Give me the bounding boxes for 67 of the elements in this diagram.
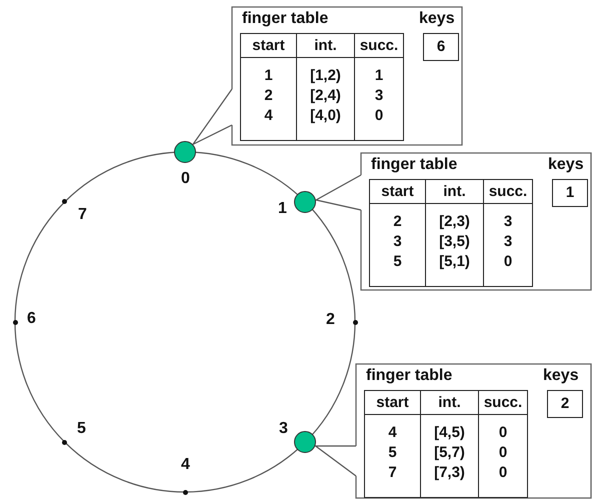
callout-box	[232, 7, 462, 145]
node-number: 6	[27, 310, 36, 328]
keys-title: keys	[543, 367, 579, 385]
keys-title: keys	[419, 10, 455, 28]
table-cell: 2	[241, 86, 296, 106]
column-header: start	[241, 34, 296, 58]
node-number: 1	[278, 200, 287, 218]
table-cell: 4	[365, 414, 420, 443]
table-cell: 0	[478, 414, 527, 443]
node-circle	[294, 190, 316, 213]
keys-box: 2	[547, 390, 583, 418]
node-dot	[182, 490, 188, 494]
finger-table	[240, 33, 404, 141]
node-circle	[174, 141, 196, 163]
table-cell: [7,3)	[420, 463, 478, 497]
column-header: start	[365, 391, 420, 414]
table-cell: [2,3)	[426, 204, 484, 232]
node-number: 7	[78, 206, 87, 224]
table-cell: 0	[478, 463, 527, 497]
table-cell: 5	[370, 252, 426, 286]
table-cell: 3	[484, 232, 532, 252]
finger-table	[364, 390, 528, 498]
table-cell: 1	[354, 58, 403, 86]
node-number: 3	[279, 420, 288, 438]
table-cell: 1	[241, 58, 296, 86]
table-cell: [5,1)	[426, 252, 484, 286]
table-cell: [3,5)	[426, 232, 484, 252]
table-title: finger table	[242, 10, 328, 28]
table-cell: 3	[370, 232, 426, 252]
node-dot	[62, 440, 68, 445]
keys-title: keys	[548, 156, 584, 174]
node-number: 5	[77, 420, 86, 438]
node-number: 2	[326, 311, 335, 329]
node-dot	[12, 320, 18, 324]
column-header: succ.	[478, 391, 527, 414]
keys-box: 6	[423, 33, 459, 61]
node-dot	[62, 199, 68, 204]
table-cell: 7	[365, 463, 420, 497]
table-cell: 0	[478, 443, 527, 463]
node-number: 0	[181, 170, 190, 188]
table-cell: 3	[354, 86, 403, 106]
node-circle	[294, 431, 316, 454]
column-header: succ.	[354, 34, 403, 58]
column-header: start	[370, 180, 426, 204]
column-header: int.	[296, 34, 354, 58]
callout-box	[361, 153, 591, 290]
table-cell: 5	[365, 443, 420, 463]
keys-box: 1	[552, 179, 588, 207]
table-cell: [4,5)	[420, 414, 478, 443]
table-cell: 0	[354, 106, 403, 140]
table-cell: [1,2)	[296, 58, 354, 86]
node-number: 4	[181, 456, 190, 474]
table-cell: 4	[241, 106, 296, 140]
table-cell: [2,4)	[296, 86, 354, 106]
column-header: int.	[420, 391, 478, 414]
node-dot	[352, 320, 358, 324]
table-cell: [4,0)	[296, 106, 354, 140]
table-cell: 0	[484, 252, 532, 286]
column-header: succ.	[484, 180, 532, 204]
callout-box	[356, 364, 591, 498]
column-header: int.	[426, 180, 484, 204]
table-title: finger table	[366, 367, 452, 385]
table-cell: 2	[370, 204, 426, 232]
table-cell: 3	[484, 204, 532, 232]
finger-table	[369, 179, 533, 287]
table-title: finger table	[371, 156, 458, 174]
table-cell: [5,7)	[420, 443, 478, 463]
